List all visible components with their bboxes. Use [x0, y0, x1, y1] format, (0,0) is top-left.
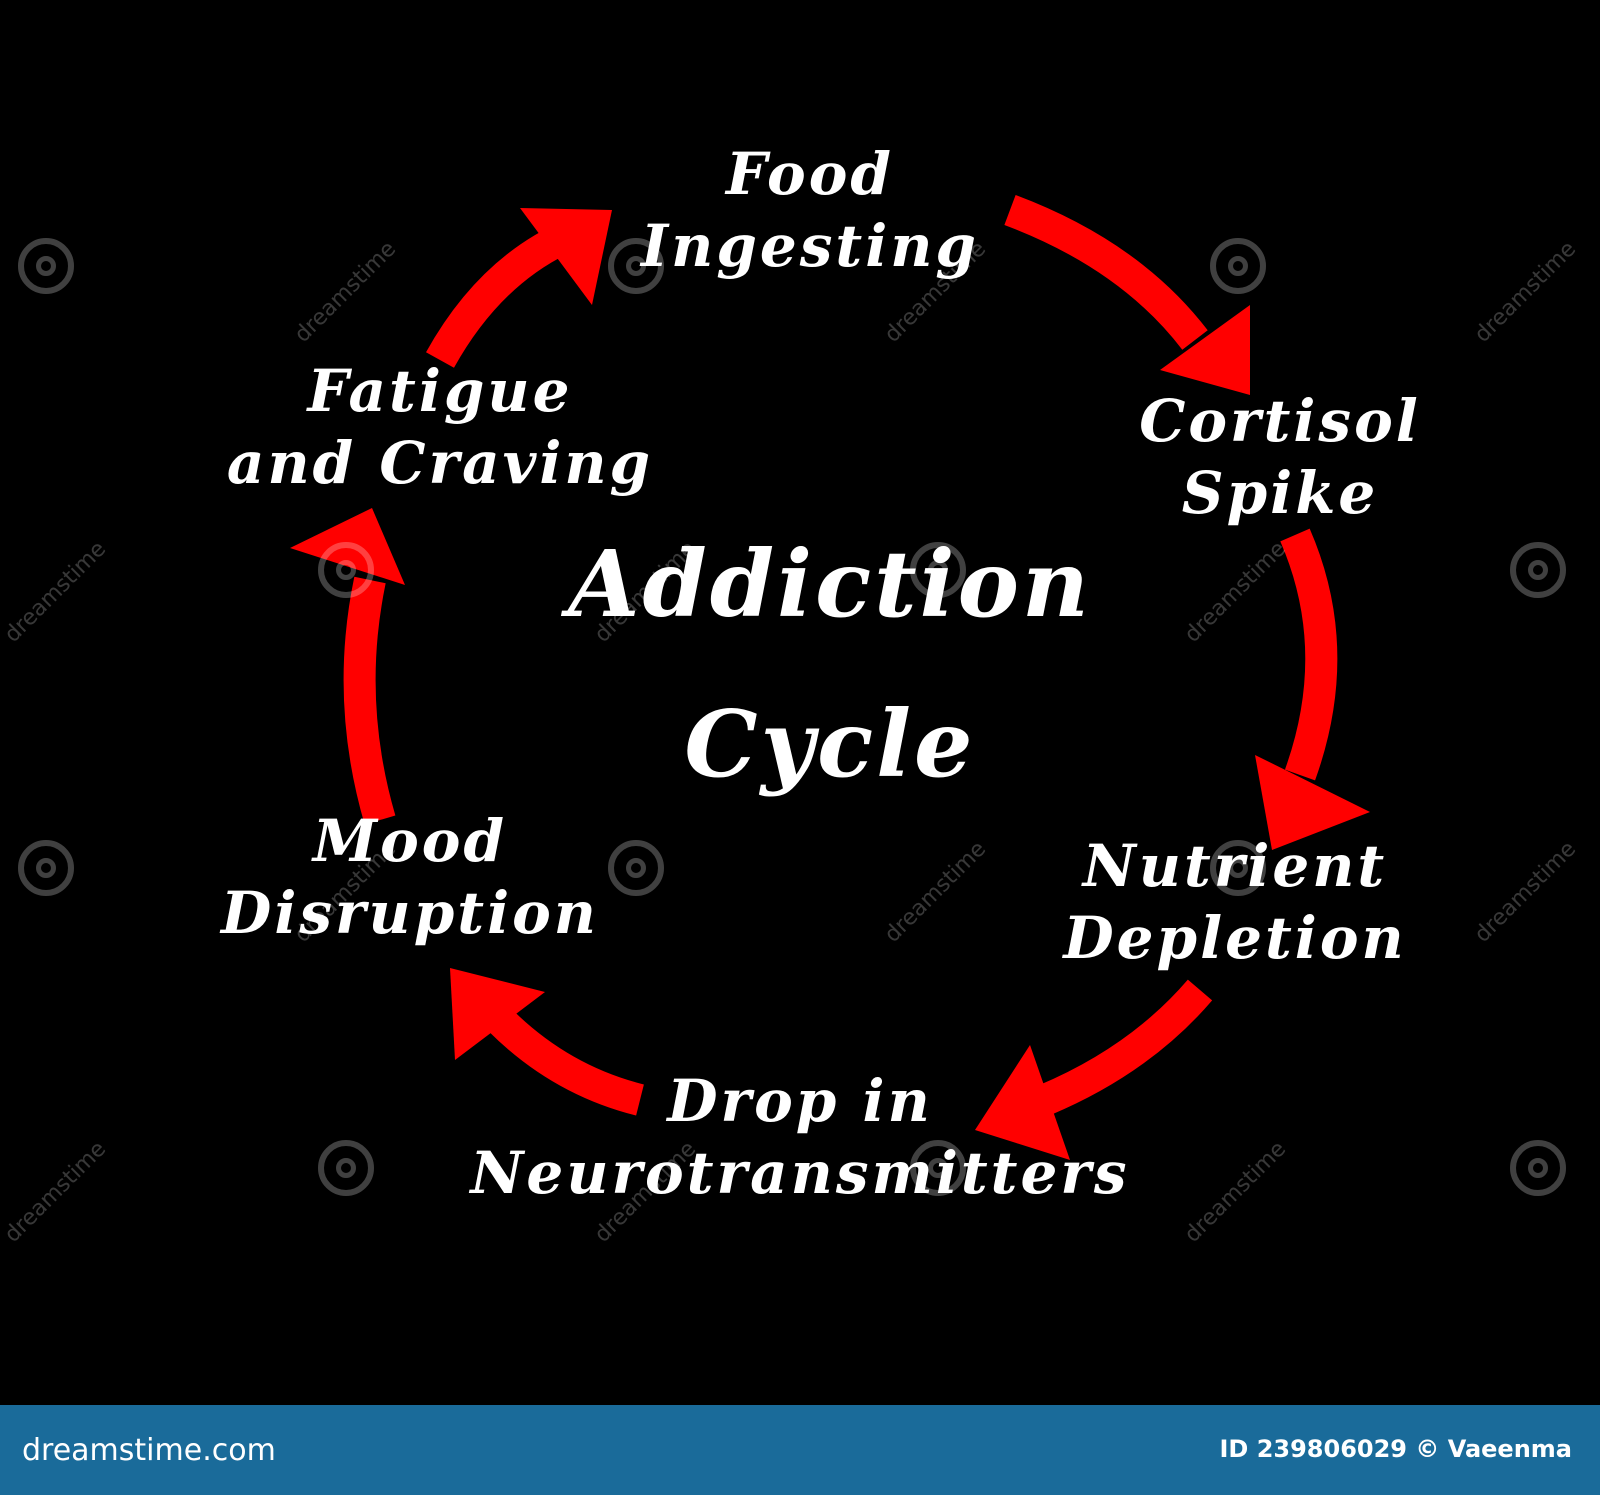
watermark-logo-icon	[910, 542, 966, 598]
watermark-logo-icon	[18, 840, 74, 896]
watermark-logo-icon	[1210, 238, 1266, 294]
arrow-shaft	[1280, 528, 1338, 781]
arrow-head	[1255, 755, 1370, 850]
diagram-canvas: dreamstime dreamstime dreamstime dreamst…	[0, 138, 1582, 1248]
diagram-title-line1: Addiction	[568, 530, 1092, 638]
arrow-shaft	[343, 576, 396, 825]
footer-bar: dreamstime.com ID 239806029 © Vaeenma	[0, 1405, 1600, 1495]
footer-brand: dreamstime.com	[22, 1433, 276, 1468]
stage-label-line: Mood	[312, 807, 508, 875]
arrow-cortisol-to-nutrient	[1255, 528, 1370, 850]
stage-label-nutrient-depletion: Nutrient Depletion	[1020, 830, 1450, 974]
footer-credit: ID 239806029 © Vaeenma	[1219, 1435, 1572, 1463]
arrow-shaft	[488, 1008, 645, 1116]
arrow-head	[1160, 305, 1250, 395]
stage-label-line: Disruption	[221, 879, 599, 947]
stage-label-line: Ingesting	[641, 212, 979, 280]
watermark-logo-icon	[910, 1140, 966, 1196]
stage-label-line: Fatigue	[307, 357, 573, 425]
arrow-head	[520, 208, 612, 305]
watermark-logo-icon	[1510, 542, 1566, 598]
stage-label-line: Nutrient	[1082, 832, 1388, 900]
watermark-logo-icon	[1210, 840, 1266, 896]
stage-label-mood-disruption: Mood Disruption	[170, 805, 650, 949]
stage-label-line: and Craving	[226, 429, 654, 497]
arrow-nutrient-to-drop	[975, 979, 1213, 1160]
stage-label-drop-in-neurotransmitters: Drop in Neurotransmitters	[400, 1065, 1200, 1209]
watermark-logo-icon	[318, 542, 374, 598]
stage-label-line: Depletion	[1063, 904, 1407, 972]
stage-label-line: Spike	[1181, 459, 1379, 527]
watermark-logo-icon	[608, 840, 664, 896]
arrow-head	[975, 1045, 1070, 1160]
diagram-title-line2: Cycle	[684, 690, 976, 798]
stage-label-cortisol-spike: Cortisol Spike	[1080, 385, 1480, 529]
watermark-logo-icon	[608, 238, 664, 294]
arrow-food-to-cortisol	[1004, 195, 1250, 395]
stage-label-fatigue-and-craving: Fatigue and Craving	[160, 355, 720, 499]
arrow-drop-to-mood	[450, 968, 645, 1116]
watermark-logo-icon	[18, 238, 74, 294]
arrow-shaft	[1004, 195, 1208, 350]
watermark-logo-icon	[318, 1140, 374, 1196]
cycle-arrows	[290, 195, 1370, 1160]
arrow-head	[450, 968, 545, 1060]
stage-label-line: Food	[726, 140, 894, 208]
stage-label-line: Neurotransmitters	[470, 1139, 1130, 1207]
stage-label-line: Drop in	[667, 1067, 933, 1135]
watermark-logo-icon	[1510, 1140, 1566, 1196]
arrow-shaft	[1038, 979, 1213, 1115]
arrow-shaft	[426, 220, 577, 368]
stage-label-line: Cortisol	[1139, 387, 1421, 455]
arrow-fatigue-to-food	[426, 208, 612, 368]
stage-label-food-ingesting: Food Ingesting	[580, 138, 1040, 282]
